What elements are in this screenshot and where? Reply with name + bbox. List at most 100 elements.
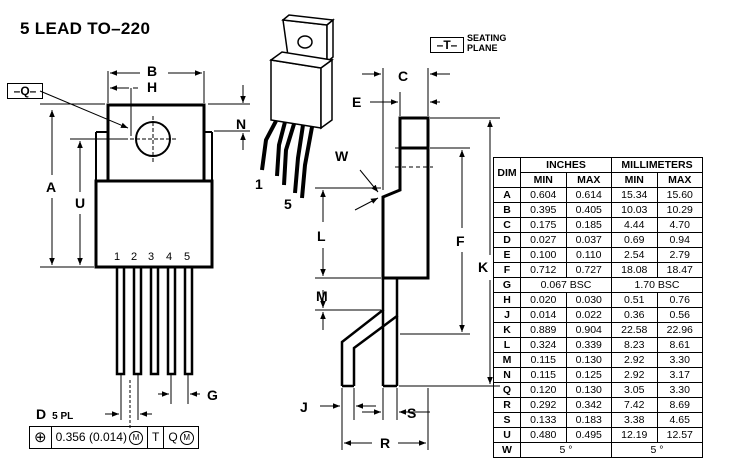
datum-t-box: –T–: [430, 37, 464, 53]
mm-max-header: MAX: [656, 172, 703, 188]
table-cell: 0.133: [520, 412, 567, 428]
iso-leads: [260, 120, 314, 199]
dim-r-label: R: [380, 435, 390, 451]
dim-w-label: W: [335, 148, 349, 164]
table-cell: 0.56: [656, 307, 703, 323]
table-cell: S: [493, 412, 521, 428]
table-cell: 12.19: [611, 427, 658, 443]
front-tab: [106, 103, 206, 183]
table-cell: 0.130: [565, 352, 612, 368]
table-cell: 0.175: [520, 217, 567, 233]
table-cell: 0.36: [611, 307, 658, 323]
dim-u-label: U: [75, 195, 85, 211]
datum-q-cell: Q M: [164, 427, 197, 448]
table-cell: 3.17: [656, 367, 703, 383]
table-cell: 0.292: [520, 397, 567, 413]
dim-l-label: L: [317, 228, 326, 244]
table-cell: 0.405: [565, 202, 612, 218]
table-cell: 0.115: [520, 352, 567, 368]
table-cell: 0.51: [611, 292, 658, 308]
table-cell: 3.05: [611, 382, 658, 398]
front-view: [39, 70, 250, 430]
table-cell: 3.38: [611, 412, 658, 428]
front-leads: [115, 265, 194, 376]
table-cell: 15.60: [656, 187, 703, 203]
table-cell: F: [493, 262, 521, 278]
table-cell: 3.30: [656, 382, 703, 398]
dim-h-label: H: [147, 79, 157, 95]
dim-m-label: M: [316, 288, 328, 304]
table-cell: 22.58: [611, 322, 658, 338]
table-cell: E: [493, 247, 521, 263]
table-cell: 0.889: [520, 322, 567, 338]
datum-t-cell: T: [148, 427, 165, 448]
table-cell: 0.69: [611, 232, 658, 248]
table-cell: 0.100: [520, 247, 567, 263]
table-cell: 4.65: [656, 412, 703, 428]
table-cell: 0.339: [565, 337, 612, 353]
pin-5-label: 5: [184, 251, 190, 263]
dim-b-label: B: [147, 63, 157, 79]
table-cell: 18.47: [656, 262, 703, 278]
seating-word: SEATING: [467, 33, 507, 43]
table-cell: 22.96: [656, 322, 703, 338]
table-cell: L: [493, 337, 521, 353]
table-cell: 1.70 BSC: [611, 277, 703, 293]
dimension-table: DIM INCHES MILLIMETERS MIN MAX MIN MAX A…: [493, 157, 703, 458]
drawing-title: 5 LEAD TO–220: [20, 19, 151, 38]
dim-d-label: D: [36, 406, 47, 422]
pin-1-label: 1: [114, 251, 120, 263]
side-lead-bent: [340, 278, 385, 386]
iso-body: [270, 59, 322, 129]
table-cell: B: [493, 202, 521, 218]
table-cell: W: [493, 442, 521, 458]
seating-plane-label: SEATING PLANE: [467, 33, 506, 53]
feature-control-frame: ⊕ 0.356 (0.014) M T Q M: [29, 426, 199, 449]
table-cell: D: [493, 232, 521, 248]
table-cell: Q: [493, 382, 521, 398]
table-cell: 0.022: [565, 307, 612, 323]
tolerance-cell: 0.356 (0.014) M: [52, 427, 148, 448]
iso-pin-1-label: 1: [255, 176, 263, 192]
table-cell: C: [493, 217, 521, 233]
dim-g-label: G: [207, 387, 218, 403]
in-max-header: MAX: [565, 172, 612, 188]
table-cell: 12.57: [656, 427, 703, 443]
dim-j-label: J: [300, 399, 308, 415]
table-cell: K: [493, 322, 521, 338]
datum-q-text: Q: [168, 430, 178, 444]
table-cell: 0.480: [520, 427, 567, 443]
table-cell: 2.54: [611, 247, 658, 263]
table-cell: 0.614: [565, 187, 612, 203]
table-cell: R: [493, 397, 521, 413]
table-cell: 0.037: [565, 232, 612, 248]
side-body: [381, 148, 430, 280]
table-cell: 0.183: [565, 412, 612, 428]
table-cell: 0.904: [565, 322, 612, 338]
table-cell: 8.69: [656, 397, 703, 413]
table-cell: 15.34: [611, 187, 658, 203]
dim-s-label: S: [407, 405, 416, 421]
plane-word: PLANE: [467, 43, 498, 53]
table-cell: M: [493, 352, 521, 368]
table-cell: 0.027: [520, 232, 567, 248]
table-cell: 2.79: [656, 247, 703, 263]
table-cell: 0.120: [520, 382, 567, 398]
table-cell: 8.61: [656, 337, 703, 353]
mmc-modifier-2-icon: M: [179, 430, 194, 445]
table-cell: 2.92: [611, 352, 658, 368]
table-cell: 0.115: [520, 367, 567, 383]
